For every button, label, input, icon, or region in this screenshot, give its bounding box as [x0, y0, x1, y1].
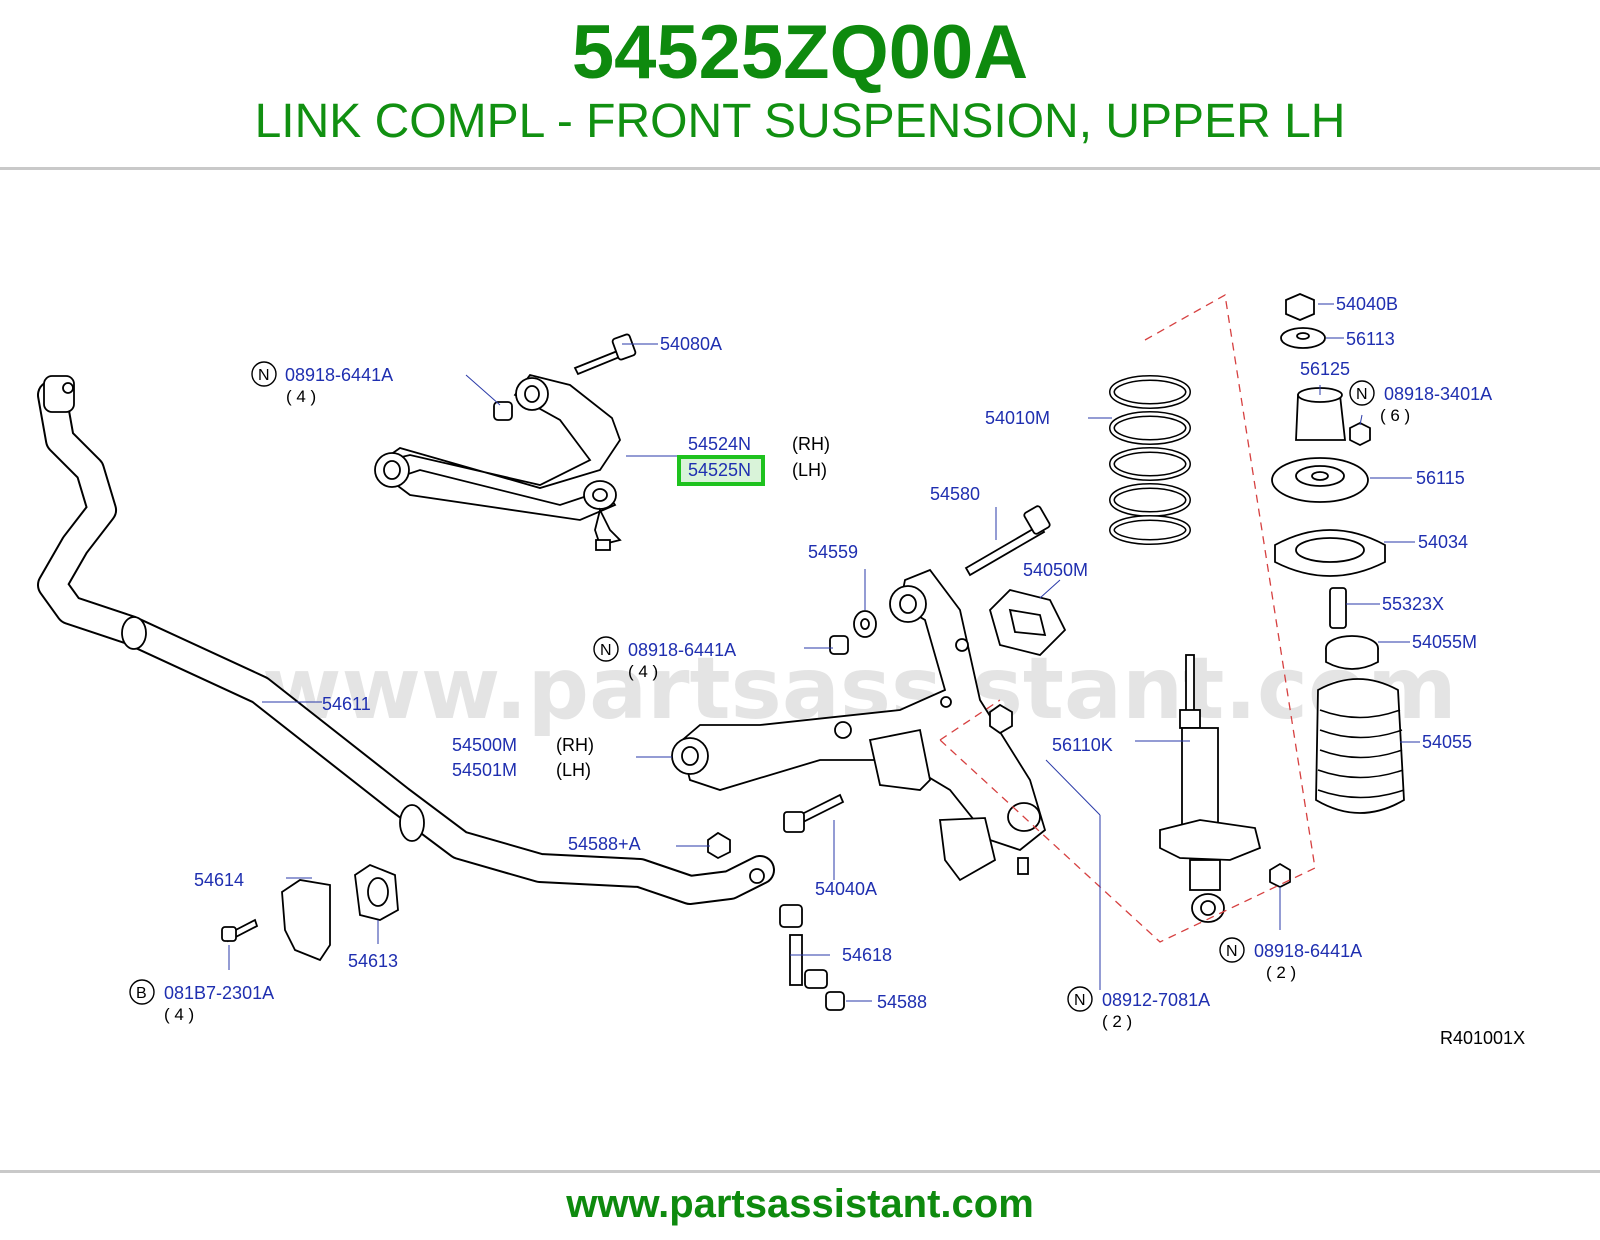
side-lh: (LH) — [792, 460, 827, 480]
callout-letter-n: N — [1226, 943, 1238, 960]
coil-spring-54010m-drawing — [1109, 375, 1191, 545]
label-54034[interactable]: 54034 — [1418, 532, 1468, 552]
label-54580[interactable]: 54580 — [930, 484, 980, 504]
label-56113[interactable]: 56113 — [1346, 329, 1395, 349]
quantity: ( 4 ) — [286, 387, 316, 406]
label-54614[interactable]: 54614 — [194, 870, 244, 890]
side-lh: (LH) — [556, 760, 591, 780]
quantity: ( 2 ) — [1102, 1012, 1132, 1031]
label-54559[interactable]: 54559 — [808, 542, 858, 562]
highlight-box — [677, 455, 765, 486]
label-54050m[interactable]: 54050M — [1023, 560, 1088, 580]
callout-circle-b — [129, 979, 155, 1005]
washer-54559-drawing — [829, 610, 877, 655]
label-54501m[interactable]: 54501M — [452, 760, 517, 780]
quantity: ( 4 ) — [164, 1005, 194, 1024]
callout-letter-n: N — [600, 642, 612, 659]
lower-link-drawing — [671, 568, 1047, 882]
header-divider — [0, 167, 1600, 170]
diagram-ref-code: R401001X — [1440, 1028, 1525, 1048]
bracket-bushing-drawing — [221, 863, 399, 962]
label-54588a[interactable]: 54588+A — [568, 834, 641, 854]
label-54525n[interactable]: 54525N — [688, 460, 751, 480]
shock-absorber-drawing — [1159, 654, 1262, 923]
label-54055m[interactable]: 54055M — [1412, 632, 1477, 652]
label-08918-6441a[interactable]: 08918-6441A — [628, 640, 736, 660]
bump-stopper-54050m-drawing — [988, 589, 1067, 656]
quantity: ( 4 ) — [628, 662, 658, 681]
label-54500m[interactable]: 54500M — [452, 735, 517, 755]
nut-08918-upper-drawing — [493, 401, 513, 421]
footer-site: www.partsassistant.com — [566, 1182, 1034, 1226]
part-title: LINK COMPL - FRONT SUSPENSION, UPPER LH — [254, 95, 1346, 148]
callout-circle-n — [593, 636, 619, 662]
nut-56110k-drawing — [989, 703, 1013, 735]
callout-circle-n — [1067, 986, 1093, 1012]
bolt-54080a-drawing — [573, 333, 637, 376]
label-08918-3401a[interactable]: 08918-3401A — [1384, 384, 1492, 404]
label-54010m[interactable]: 54010M — [985, 408, 1050, 428]
label-08918-6441a[interactable]: 08918-6441A — [285, 365, 393, 385]
callout-circle-n — [1219, 937, 1245, 963]
label-56125[interactable]: 56125 — [1300, 359, 1350, 379]
label-54613[interactable]: 54613 — [348, 951, 398, 971]
callout-circle-n — [1349, 380, 1375, 406]
bolt-54580-drawing — [964, 505, 1051, 577]
label-55323x[interactable]: 55323X — [1382, 594, 1444, 614]
label-56110k[interactable]: 56110K — [1052, 735, 1113, 755]
label-54611[interactable]: 54611 — [322, 694, 371, 714]
label-54588[interactable]: 54588 — [877, 992, 927, 1012]
callout-letter-n: N — [258, 367, 270, 384]
label-081b7-2301a[interactable]: 081B7-2301A — [164, 983, 274, 1003]
leader-lines — [228, 303, 1420, 1002]
assembly-dashed-link — [939, 699, 1001, 741]
label-54080a[interactable]: 54080A — [660, 334, 722, 354]
quantity: ( 2 ) — [1266, 963, 1296, 982]
strut-top-parts-drawing — [1269, 293, 1405, 889]
stabilizer-bar-drawing — [37, 375, 775, 905]
footer-divider — [0, 1170, 1600, 1173]
label-54524n[interactable]: 54524N — [688, 434, 751, 454]
part-number: 54525ZQ00A — [571, 10, 1029, 95]
label-08912-7081a[interactable]: 08912-7081A — [1102, 990, 1210, 1010]
callout-circle-n — [251, 361, 277, 387]
label-54040a[interactable]: 54040A — [815, 879, 877, 899]
quantity: ( 6 ) — [1380, 406, 1410, 425]
callout-letter-n: N — [1356, 386, 1368, 403]
label-54040b[interactable]: 54040B — [1336, 294, 1398, 314]
callout-letter-b: B — [136, 985, 147, 1002]
bolt-54040a-drawing — [783, 793, 845, 833]
stabilizer-link-drawing — [707, 831, 845, 1011]
assembly-dashed-outline — [939, 293, 1316, 943]
label-56115[interactable]: 56115 — [1416, 468, 1465, 488]
callout-letter-n: N — [1074, 992, 1086, 1009]
label-08918-6441a[interactable]: 08918-6441A — [1254, 941, 1362, 961]
label-54055[interactable]: 54055 — [1422, 732, 1472, 752]
page-header: 54525ZQ00A LINK COMPL - FRONT SUSPENSION… — [0, 0, 1600, 170]
upper-link-drawing — [374, 373, 622, 551]
side-rh: (RH) — [556, 735, 594, 755]
side-rh: (RH) — [792, 434, 830, 454]
label-54618[interactable]: 54618 — [842, 945, 892, 965]
